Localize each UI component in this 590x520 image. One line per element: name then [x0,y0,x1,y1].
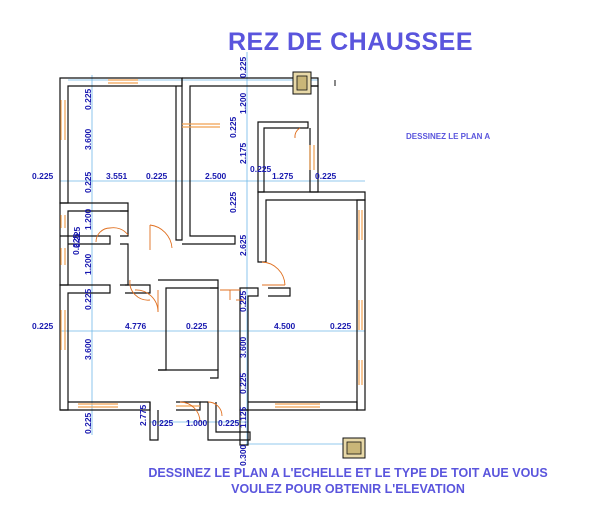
dim-label: 0.225 [83,88,93,110]
dim-label: 4.776 [125,321,147,331]
footer-line-1: DESSINEZ LE PLAN A L'ECHELLE ET LE TYPE … [148,466,548,480]
dim-label: 4.500 [274,321,296,331]
doors [95,127,301,423]
dim-label: 1.000 [186,418,208,428]
dim-label: 0.225 [238,372,248,394]
dim-label: 0.225 [228,116,238,138]
dim-label: 3.600 [83,338,93,360]
dim-label: 1.200 [238,92,248,114]
dim-label: 0.225 [250,164,272,174]
side-note: DESSINEZ LE PLAN A [406,132,491,141]
windows [60,79,363,408]
vertical-dimensions: 0.225 3.600 0.225 1.200 0.225 1.200 0.22… [71,56,272,466]
dim-label: 2.175 [238,142,248,164]
dim-label: 0.225 [83,171,93,193]
dim-label: 0.225 [32,171,54,181]
dim-label: 0.225 [238,290,248,312]
walls [59,77,366,446]
dim-label: 3.600 [83,128,93,150]
dim-label: 0.225 [83,412,93,434]
dim-label: 3.600 [238,336,248,358]
dimension-guides [60,52,365,445]
dim-label: 0.225 [152,418,174,428]
footer-line-2: VOULEZ POUR OBTENIR L'ELEVATION [231,482,465,496]
entry-step-top [292,71,312,95]
dim-label: 0.225 [218,418,240,428]
dim-label: 2.775 [138,404,148,426]
dim-label: 1.200 [83,208,93,230]
dim-label: 0.225 [186,321,208,331]
entry-step-bottom [342,437,366,459]
dim-label: 3.551 [106,171,128,181]
dim-label: 1.275 [272,171,294,181]
horizontal-dimensions: 0.225 3.551 0.225 2.500 1.275 0.225 0.22… [32,171,352,428]
footer-note: DESSINEZ LE PLAN A L'ECHELLE ET LE TYPE … [108,465,588,497]
dim-label: 0.225 [146,171,168,181]
dim-label: 2.625 [238,234,248,256]
dim-label: 1.125 [238,406,248,428]
dim-label: 0.225 [238,56,248,78]
dim-label: 1.200 [83,253,93,275]
dim-label: 0.225 [71,233,81,255]
dim-label: 0.225 [330,321,352,331]
dim-label: 0.225 [32,321,54,331]
dim-label: 0.225 [83,288,93,310]
page-title: REZ DE CHAUSSEE [228,28,474,56]
dim-label: 2.500 [205,171,227,181]
dim-label: 0.225 [72,226,82,248]
dim-label: 0.300 [238,444,248,466]
dim-label: 0.225 [315,171,337,181]
dim-label: 0.225 [228,191,238,213]
